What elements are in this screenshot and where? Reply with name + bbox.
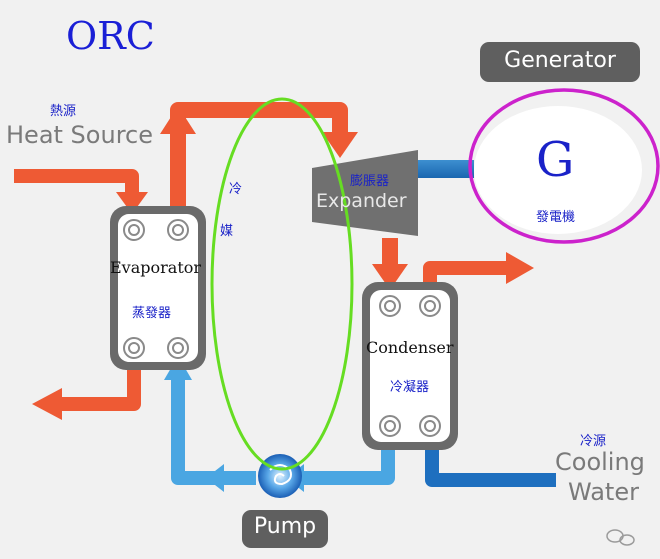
condenser-en-label: Condenser	[366, 338, 454, 357]
heat-source-en-label: Heat Source	[6, 121, 153, 149]
pump-swirl-icon	[269, 464, 292, 486]
evaporator-en-label: Evaporator	[110, 258, 202, 277]
pump-icon	[258, 454, 302, 498]
expander-cn-label: 膨脹器	[350, 174, 390, 189]
cooling-water-pipe	[425, 442, 556, 487]
generator-label-pill-bg	[480, 42, 640, 82]
cooling-water-en-line2: Water	[568, 478, 639, 506]
pump-label-pill-bg	[242, 510, 328, 548]
expander-en-label: Expander	[316, 190, 407, 212]
generator-disc	[474, 106, 642, 234]
condenser-cn-label: 冷凝器	[390, 380, 430, 395]
wechat-logo	[606, 529, 635, 546]
cold-pipe-to-pump-left-arrowhead	[206, 464, 224, 492]
hot-pipe-up-arrowhead	[160, 106, 196, 134]
expander-outlet-pipe	[382, 238, 398, 266]
heat-source-inlet-arrow	[14, 169, 139, 196]
generator-label: Generator	[504, 48, 616, 73]
condenser-box	[362, 282, 458, 450]
generator-symbol: G	[536, 132, 575, 188]
cooling-water-cn-label: 冷源	[580, 434, 607, 449]
page-title: ORC	[66, 14, 155, 58]
refrigerant-char-1: 冷	[229, 182, 243, 197]
generator-highlight	[468, 88, 660, 244]
heat-source-outlet-pipe	[60, 356, 141, 411]
refrigerant-loop-highlight	[210, 97, 354, 471]
generator-cn-label: 發電機	[536, 210, 576, 225]
condenser-outlet-arrowhead	[506, 252, 534, 284]
expander-outlet-arrowhead	[372, 264, 408, 290]
evaporator-box	[110, 206, 206, 370]
hot-pipe-down-arrowhead	[322, 132, 358, 158]
generator-shaft	[414, 160, 474, 178]
pump-label: Pump	[253, 514, 317, 539]
evaporator-cn-label: 蒸發器	[132, 306, 172, 321]
heat-source-outlet-arrowhead	[32, 388, 62, 420]
refrigerant-char-2: 媒	[220, 224, 234, 239]
heat-source-cn-label: 熱源	[50, 104, 77, 119]
cooling-water-en-line1: Cooling	[555, 448, 645, 476]
heat-source-inlet-arrowhead	[116, 192, 148, 214]
